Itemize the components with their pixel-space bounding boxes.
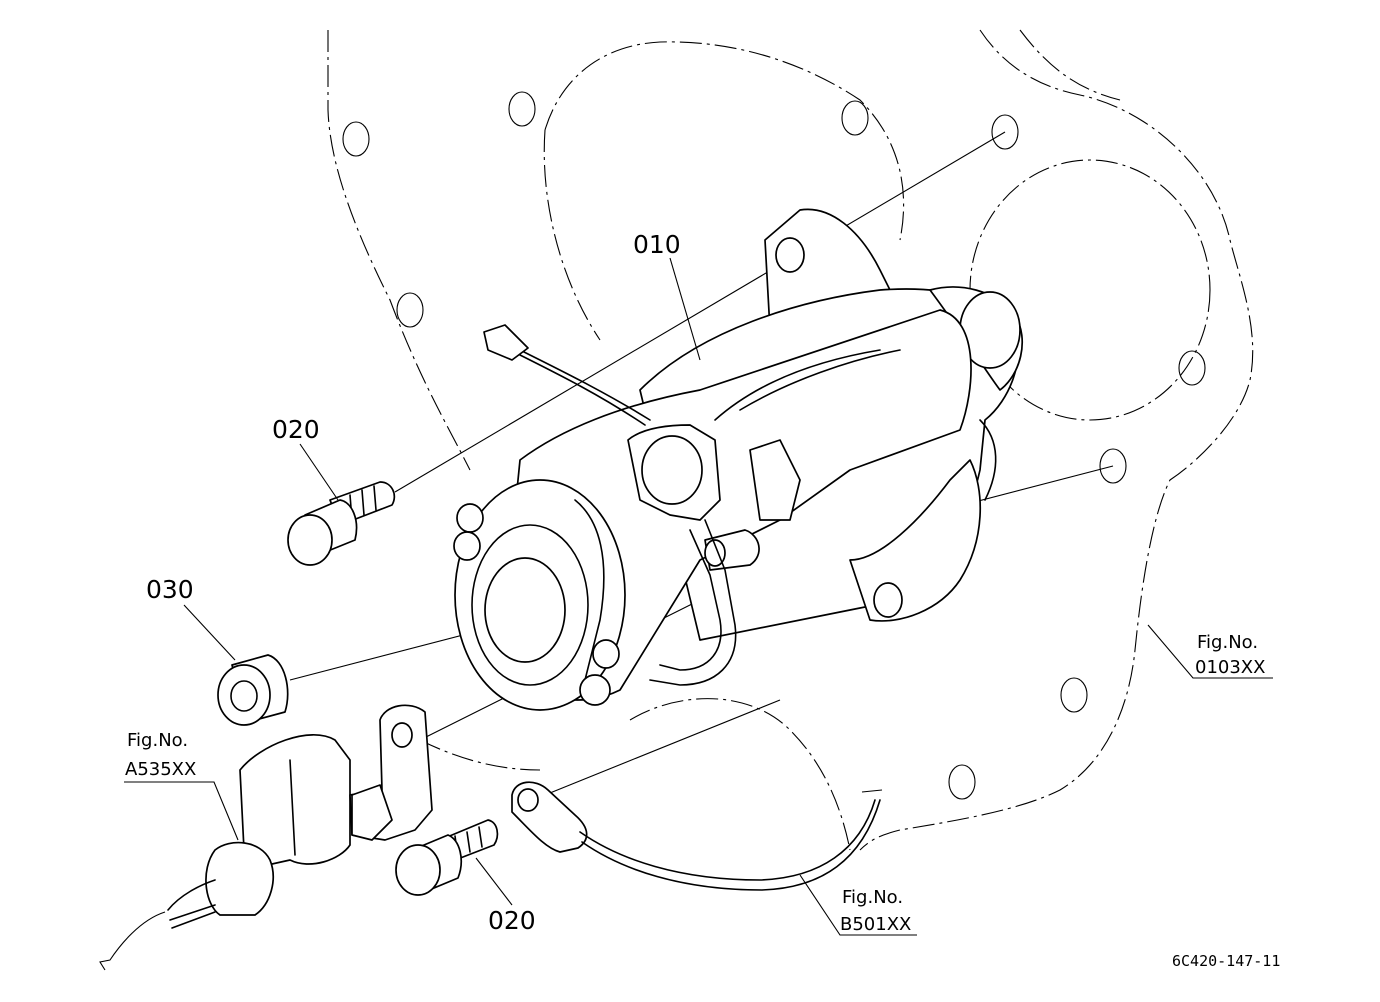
- ref-b501-prefix: Fig.No.: [842, 887, 903, 908]
- ref-0103-code: 0103XX: [1195, 657, 1265, 678]
- starter-motor: [453, 208, 1024, 711]
- callout-starter-label: 010: [633, 230, 681, 259]
- battery-cable: [99, 704, 433, 971]
- flange-nut: [217, 654, 289, 726]
- ref-b501-code: B501XX: [840, 914, 911, 935]
- drawing-code: 6C420-147-11: [1172, 952, 1280, 970]
- flywheel-housing-phantom: [327, 29, 1254, 851]
- ground-cable: [511, 781, 883, 891]
- ref-0103-prefix: Fig.No.: [1197, 632, 1258, 653]
- callout-nut-label: 030: [146, 575, 194, 604]
- leader-lines: [124, 257, 1273, 936]
- bolt-upper: [287, 481, 396, 566]
- callout-bolt-lower-label: 020: [488, 906, 536, 935]
- bolt-lower: [395, 819, 499, 896]
- ref-a535-code: A535XX: [125, 759, 196, 780]
- ref-a535-prefix: Fig.No.: [127, 730, 188, 751]
- callout-bolt-upper-label: 020: [272, 415, 320, 444]
